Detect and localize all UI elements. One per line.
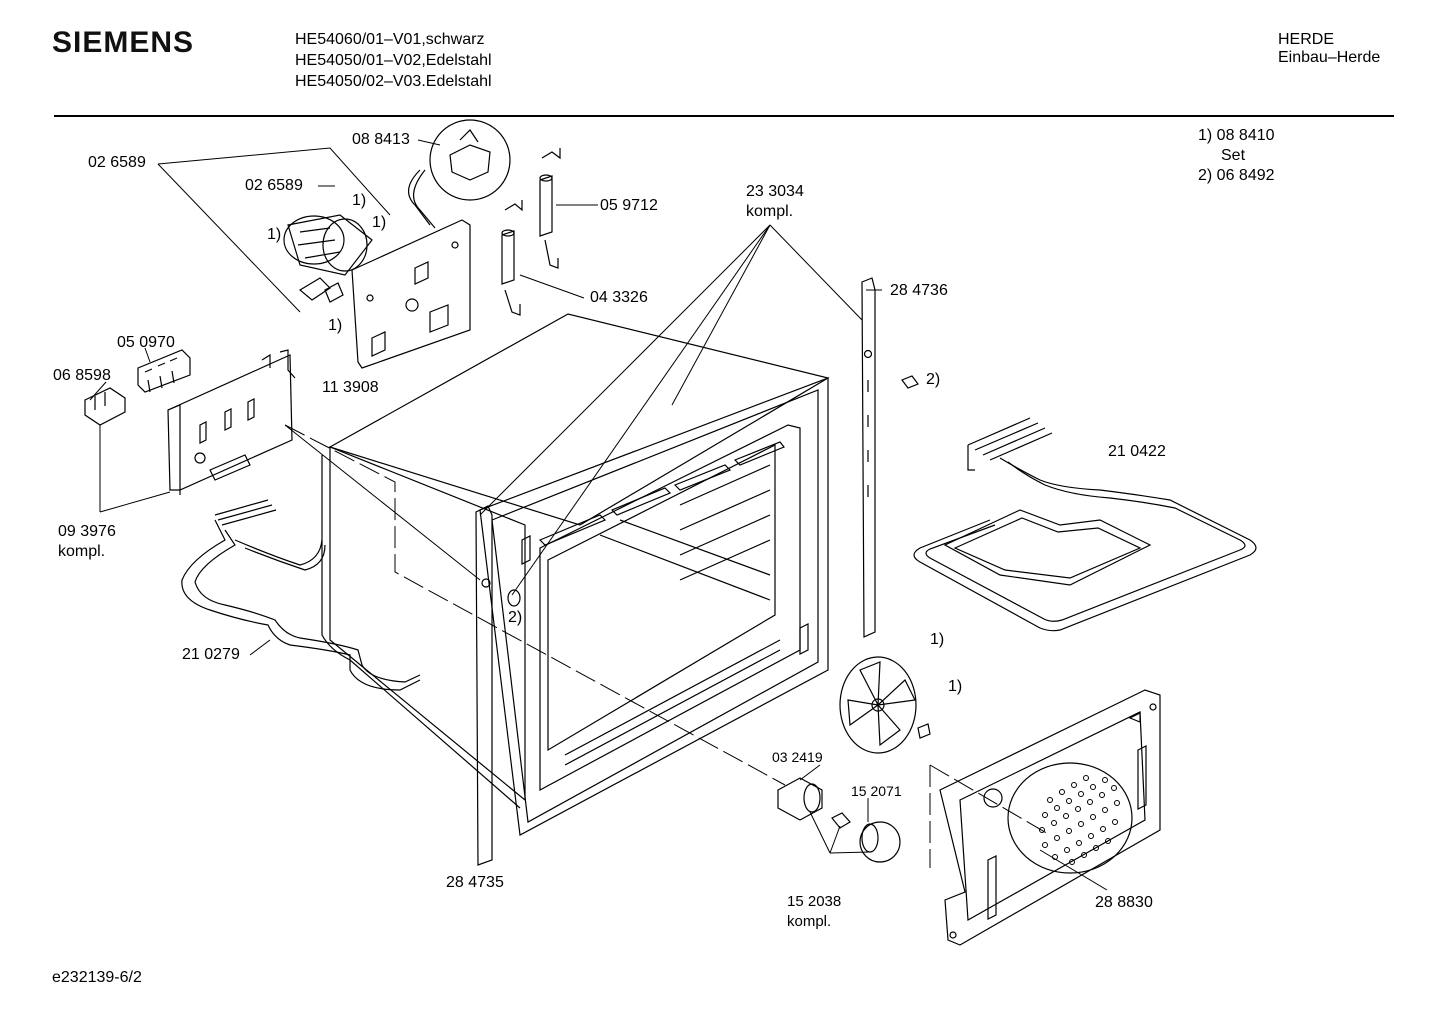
screw-right [901, 375, 919, 389]
note-1-set: Set [1221, 147, 1246, 164]
part-label-088413: 08 8413 [352, 131, 410, 148]
screw-left [507, 589, 521, 607]
mounting-bracket [167, 349, 296, 495]
fan-mount-plate [351, 219, 471, 369]
oven-cavity [321, 313, 830, 836]
rear-panel-fan-cover [939, 689, 1161, 946]
part-label-284736: 28 4736 [890, 282, 948, 299]
marker-1-f: 1) [948, 678, 963, 695]
part-label-068598: 06 8598 [53, 367, 111, 384]
part-label-043326: 04 3326 [590, 289, 648, 306]
lamp-holder [777, 777, 823, 821]
temperature-sensors [501, 148, 561, 316]
convection-fan-blade [839, 656, 917, 754]
part-label-288830: 28 8830 [1095, 894, 1153, 911]
thermostat-callout [408, 119, 511, 229]
cooling-fan-motor [283, 214, 373, 303]
marker-1-e: 1) [930, 631, 945, 648]
marker-2-b: 2) [508, 609, 523, 626]
category-label: HERDE [1278, 31, 1335, 48]
model-line-2: HE54050/01–V02,Edelstahl [295, 52, 492, 69]
part-label-026589-b: 02 6589 [245, 177, 303, 194]
fan-nut [917, 723, 931, 739]
lamp-cover [859, 821, 901, 863]
model-line-1: HE54060/01–V01,schwarz [295, 31, 485, 48]
connector-block [84, 387, 126, 426]
side-rail-right [861, 277, 876, 638]
switch-block [137, 349, 191, 393]
part-label-093976-kompl: kompl. [58, 543, 106, 560]
bottom-heating-element [181, 499, 421, 691]
marker-1-a: 1) [352, 192, 367, 209]
part-label-059712: 05 9712 [600, 197, 658, 214]
part-label-233034-kompl: kompl. [746, 203, 794, 220]
side-rail-left [475, 505, 493, 866]
marker-1-d: 1) [328, 317, 343, 334]
assembly-lines [284, 424, 1051, 868]
marker-2-a: 2) [926, 371, 941, 388]
note-2: 2) 06 8492 [1198, 167, 1275, 184]
model-line-3: HE54050/02–V03.Edelstahl [295, 73, 492, 90]
part-label-152038: 15 2038 [787, 893, 842, 910]
brand-logo: SIEMENS [52, 26, 195, 59]
header-divider [54, 115, 1394, 117]
part-label-032419: 03 2419 [772, 749, 823, 765]
marker-1-c: 1) [267, 226, 282, 243]
part-label-026589-a: 02 6589 [88, 154, 146, 171]
part-label-210279: 21 0279 [182, 646, 240, 663]
part-label-284735: 28 4735 [446, 874, 504, 891]
subcategory-label: Einbau–Herde [1278, 49, 1381, 66]
part-label-113908: 11 3908 [322, 379, 379, 396]
drawing-id: e232139-6/2 [52, 969, 142, 986]
part-label-210422: 21 0422 [1108, 443, 1166, 460]
part-label-093976: 09 3976 [58, 523, 116, 540]
part-label-152071: 15 2071 [851, 783, 902, 799]
marker-1-b: 1) [372, 214, 387, 231]
lamp-bulb [831, 812, 851, 829]
part-label-233034: 23 3034 [746, 183, 804, 200]
note-1: 1) 08 8410 [1198, 127, 1275, 144]
grill-heating-element [913, 417, 1257, 632]
leader-lines [89, 139, 1108, 891]
part-label-152038-kompl: kompl. [787, 913, 832, 930]
part-label-050970: 05 0970 [117, 334, 175, 351]
